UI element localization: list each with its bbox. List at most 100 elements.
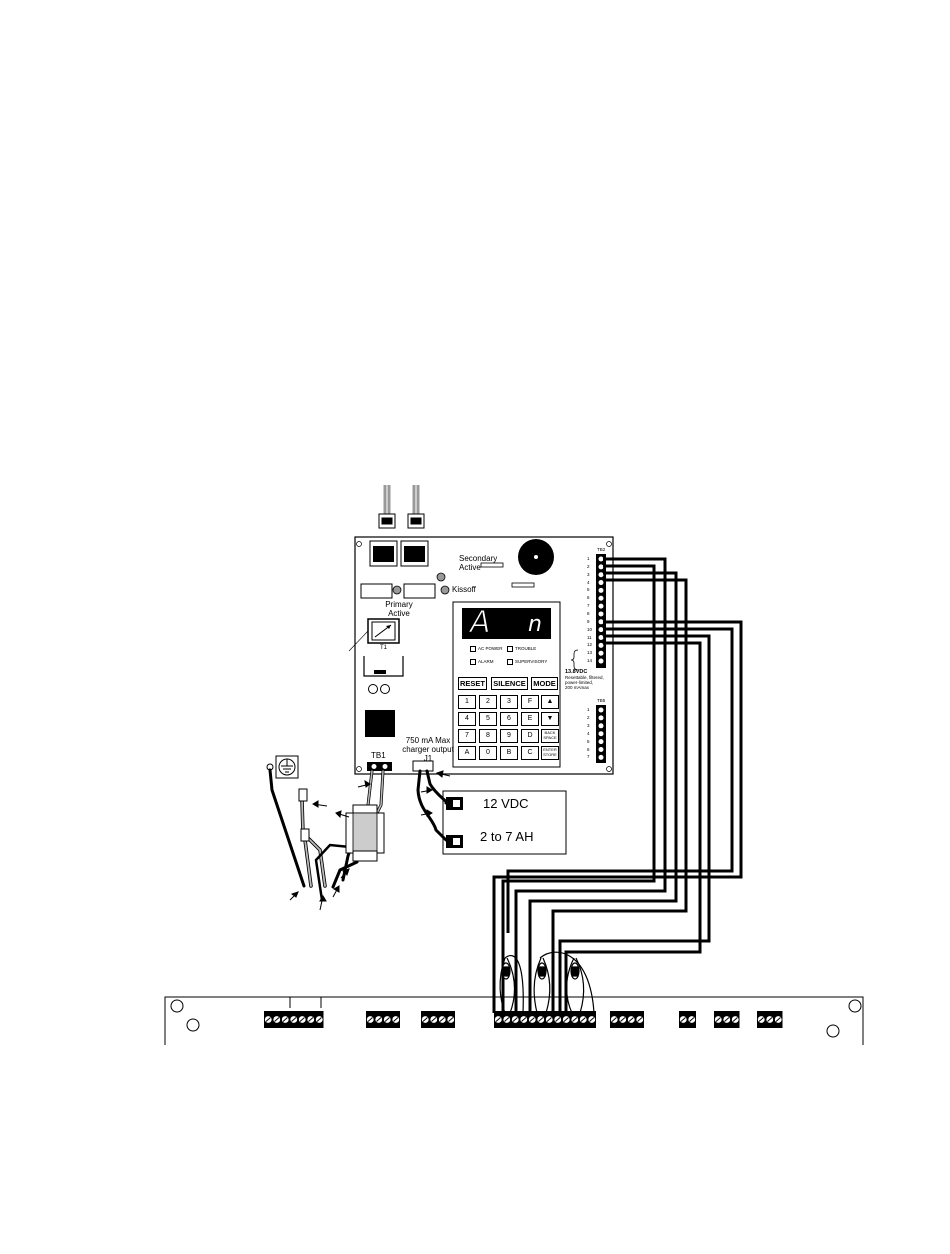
terminal-screw-slot bbox=[265, 1017, 271, 1022]
terminal-screw-slot bbox=[563, 1017, 569, 1022]
key-7[interactable]: 7 bbox=[458, 729, 476, 743]
reset-button[interactable]: RESET bbox=[458, 677, 487, 690]
terminal-number: 3 bbox=[587, 571, 590, 577]
terminal-number: 2 bbox=[587, 563, 590, 569]
led-supervisory-label: SUPERVISORY bbox=[515, 659, 548, 665]
charger-line2: charger output bbox=[402, 745, 454, 754]
terminal-screw-slot bbox=[637, 1017, 643, 1022]
tb5-terminal-screw bbox=[598, 715, 604, 721]
key-e[interactable]: E bbox=[521, 712, 539, 726]
terminal-screw-slot bbox=[715, 1017, 721, 1022]
tb2-terminal-strip bbox=[596, 554, 606, 668]
tb1-label: TB1 bbox=[371, 751, 386, 760]
terminal-screw-slot bbox=[384, 1017, 390, 1022]
key-2[interactable]: 2 bbox=[479, 695, 497, 709]
key-6[interactable]: 6 bbox=[500, 712, 518, 726]
terminal-block bbox=[679, 1011, 696, 1028]
enter-store-key[interactable]: ENTER STORE bbox=[541, 746, 559, 760]
terminal-screw-slot bbox=[611, 1017, 617, 1022]
j1-connector bbox=[412, 760, 434, 772]
key-c[interactable]: C bbox=[521, 746, 539, 760]
key-4[interactable]: 4 bbox=[458, 712, 476, 726]
down-arrow-key[interactable]: ▼ bbox=[541, 712, 559, 726]
terminal-number: 8 bbox=[587, 610, 590, 616]
tb2-terminal-screw bbox=[598, 595, 604, 601]
battery-capacity-label: 2 to 7 AH bbox=[480, 829, 534, 844]
zone-wires bbox=[492, 557, 743, 1013]
terminal-number: 3 bbox=[587, 722, 590, 728]
terminal-screw-slot bbox=[724, 1017, 730, 1022]
terminal-screw-slot bbox=[680, 1017, 686, 1022]
primary-active-led bbox=[392, 585, 402, 595]
terminal-block bbox=[366, 1011, 400, 1028]
tb2-terminal-screw bbox=[598, 658, 604, 664]
key-0[interactable]: 0 bbox=[479, 746, 497, 760]
key-b[interactable]: B bbox=[500, 746, 518, 760]
tb2-label: TB2 bbox=[597, 547, 606, 552]
terminal-screw-slot bbox=[448, 1017, 454, 1022]
terminal-screw-slot bbox=[274, 1017, 280, 1022]
terminal-screw-slot bbox=[628, 1017, 634, 1022]
terminal-screw-slot bbox=[316, 1017, 322, 1022]
key-1[interactable]: 1 bbox=[458, 695, 476, 709]
terminal-screw-slot bbox=[732, 1017, 738, 1022]
terminal-screw-slot bbox=[580, 1017, 586, 1022]
terminal-screw-slot bbox=[538, 1017, 544, 1022]
terminal-number: 12 bbox=[587, 642, 593, 648]
key-a[interactable]: A bbox=[458, 746, 476, 760]
terminal-number: 5 bbox=[587, 587, 590, 593]
silence-button[interactable]: SILENCE bbox=[491, 677, 528, 690]
tb2-terminal-screw bbox=[598, 642, 604, 648]
up-arrow-key[interactable]: ▲ bbox=[541, 695, 559, 709]
earth-ground-icon bbox=[275, 755, 299, 779]
key-3[interactable]: 3 bbox=[500, 695, 518, 709]
tb5-terminal-screw bbox=[598, 723, 604, 729]
terminal-screw-slot bbox=[282, 1017, 288, 1022]
key-9[interactable]: 9 bbox=[500, 729, 518, 743]
charger-line1: 750 mA Max bbox=[405, 736, 451, 745]
backspace-key[interactable]: BACK SPACE bbox=[541, 729, 559, 743]
terminal-number: 14 bbox=[587, 658, 593, 664]
led-supervisory: SUPERVISORY bbox=[507, 659, 547, 665]
mode-button[interactable]: MODE bbox=[531, 677, 558, 690]
terminal-number: 2 bbox=[587, 714, 590, 720]
terminal-screw-slot bbox=[620, 1017, 626, 1022]
terminal-number: 1 bbox=[587, 556, 590, 561]
terminal-screw-slot bbox=[521, 1017, 527, 1022]
tb2-terminal-screw bbox=[598, 580, 604, 586]
tb2-terminal-screw bbox=[598, 627, 604, 633]
key-5[interactable]: 5 bbox=[479, 712, 497, 726]
led-trouble-label: TROUBLE bbox=[515, 646, 537, 652]
tb2-terminal-screw bbox=[598, 619, 604, 625]
led-trouble: TROUBLE bbox=[507, 646, 536, 652]
key-f[interactable]: F bbox=[521, 695, 539, 709]
terminal-screw-slot bbox=[529, 1017, 535, 1022]
terminal-number: 5 bbox=[587, 738, 590, 744]
terminal-screw-slot bbox=[546, 1017, 552, 1022]
pointer-arrows bbox=[289, 770, 451, 911]
terminal-screw-slot bbox=[572, 1017, 578, 1022]
tb2-terminal-screw bbox=[598, 587, 604, 593]
tb5-terminal-screw bbox=[598, 739, 604, 745]
terminal-number: 4 bbox=[587, 730, 590, 736]
terminal-screw-slot bbox=[689, 1017, 695, 1022]
terminal-number: 10 bbox=[587, 626, 593, 632]
key-d[interactable]: D bbox=[521, 729, 539, 743]
led-alarm: ALARM bbox=[470, 659, 494, 665]
terminal-screw-slot bbox=[512, 1017, 518, 1022]
terminal-number: 7 bbox=[587, 603, 590, 609]
tb2-terminal-screw bbox=[598, 611, 604, 617]
secondary-active-label: Secondary Active bbox=[459, 554, 498, 572]
key-8[interactable]: 8 bbox=[479, 729, 497, 743]
terminal-block bbox=[610, 1011, 644, 1028]
display-right-char: n bbox=[528, 612, 542, 637]
power-note-line3: 200 mAmax bbox=[565, 685, 590, 690]
terminal-screw-slot bbox=[422, 1017, 428, 1022]
kissoff-led bbox=[440, 585, 450, 595]
tb5-terminal-screw bbox=[598, 707, 604, 713]
battery-voltage-label: 12 VDC bbox=[483, 796, 529, 811]
battery-leads bbox=[416, 769, 449, 842]
terminal-number: 13 bbox=[587, 650, 593, 656]
terminal-number: 7 bbox=[587, 754, 590, 760]
